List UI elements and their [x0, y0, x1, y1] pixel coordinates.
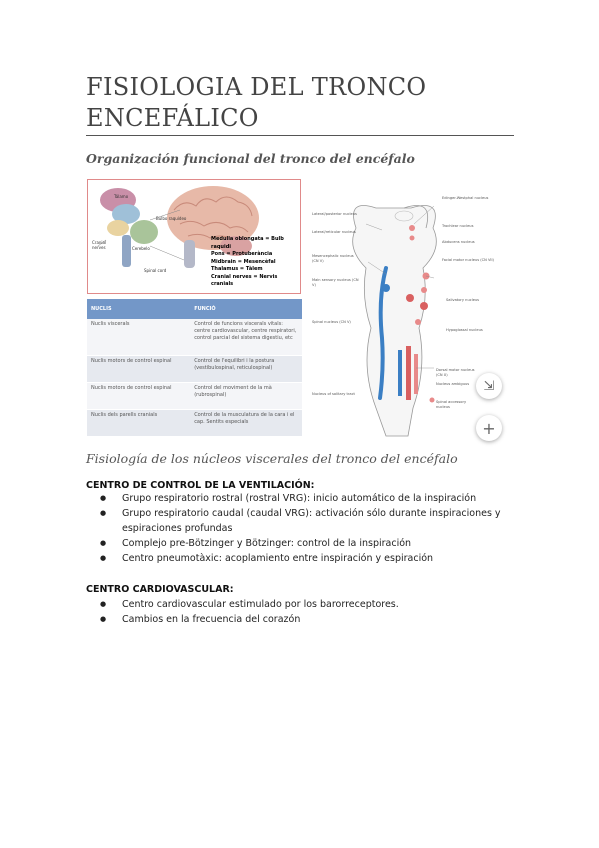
- plus-icon: +: [482, 418, 496, 438]
- table-row: Nuclis viscerals Control de funcions vis…: [87, 319, 302, 356]
- table-row: Nuclis motors de control espinal Control…: [87, 355, 302, 383]
- diagram-label: Lateral/reticular nucleus: [312, 230, 356, 234]
- table-header-row: NUCLIS FUNCIÓ: [87, 299, 302, 319]
- expand-button[interactable]: ⇲: [476, 373, 502, 399]
- table-header: NUCLIS: [87, 299, 191, 319]
- brain-label: Tálamo: [114, 194, 129, 199]
- ventilation-list: Grupo respiratorio rostral (rostral VRG)…: [86, 491, 506, 566]
- list-item: Complejo pre-Bötzinger y Bötzinger: cont…: [86, 536, 506, 551]
- diagram-label: Trochlear nucleus: [442, 224, 474, 228]
- add-button[interactable]: +: [476, 415, 502, 441]
- diagram-label: Abducens nucleus: [442, 240, 475, 244]
- list-item: Grupo respiratorio rostral (rostral VRG)…: [86, 491, 506, 506]
- list-item: Centro pneumotàxic: acoplamiento entre i…: [86, 551, 506, 566]
- brainstem-nuclei-image: Lateral/posterior nucleus Lateral/reticu…: [306, 178, 506, 440]
- list-item: Grupo respiratorio caudal (caudal VRG): …: [86, 506, 506, 536]
- diagram-label: Hypoglossal nucleus: [446, 328, 483, 332]
- diagram-label: Nucleus of solitary tract: [312, 392, 355, 396]
- nuclei-table: NUCLIS FUNCIÓ Nuclis viscerals Control d…: [87, 299, 302, 438]
- brain-illustration: [97, 186, 259, 268]
- brain-label: Cerebelo: [132, 246, 150, 251]
- cardio-list: Centro cardiovascular estimulado por los…: [86, 597, 506, 627]
- table-header: FUNCIÓ: [190, 299, 302, 319]
- diagram-label: Salivatory nucleus: [446, 298, 480, 302]
- diagram-label: Lateral/posterior nucleus: [312, 212, 357, 216]
- table-row: Nuclis dels parells cranials Control de …: [87, 409, 302, 438]
- ventilation-heading: CENTRO DE CONTROL DE LA VENTILACIÓN:: [86, 480, 315, 491]
- title-divider: [86, 135, 514, 136]
- list-item: Centro cardiovascular estimulado por los…: [86, 597, 506, 612]
- diagram-label: Edinger-Westphal nucleus: [442, 196, 489, 200]
- expand-icon: ⇲: [483, 378, 495, 394]
- diagram-label: Dorsal motor nucleus (CN X): [436, 368, 475, 377]
- brain-legend: Medulla oblongata = Bulb raquidi Pons = …: [211, 236, 284, 287]
- table-row: Nuclis motors de control espinal Control…: [87, 382, 302, 410]
- brain-label: Cranial nerves: [92, 240, 107, 250]
- brain-anatomy-image: Tálamo Bulbo raquídeo Spinal cord Crania…: [87, 179, 301, 294]
- diagram-label: Spinal nucleus (CN V): [312, 320, 351, 324]
- brainstem-diagram: [352, 205, 437, 437]
- cardio-heading: CENTRO CARDIOVASCULAR:: [86, 584, 234, 595]
- list-item: Cambios en la frecuencia del corazón: [86, 612, 506, 627]
- section-heading-visceral-nuclei: Fisiología de los núcleos viscerales del…: [86, 451, 458, 466]
- diagram-label: Facial motor nucleus (CN VII): [442, 258, 494, 262]
- diagram-label: Spinal accessory nucleus: [436, 400, 467, 409]
- diagram-label: Mesencephalic nucleus (CN V): [312, 254, 354, 263]
- brain-label: Spinal cord: [144, 268, 167, 273]
- diagram-label: Main sensory nucleus (CN V): [312, 278, 359, 287]
- section-heading-organization: Organización funcional del tronco del en…: [86, 151, 415, 166]
- brain-label: Bulbo raquídeo: [156, 216, 187, 221]
- diagram-label: Nucleus ambiguus: [436, 382, 470, 386]
- page-title: FISIOLOGIA DEL TRONCO ENCEFÁLICO: [86, 73, 427, 132]
